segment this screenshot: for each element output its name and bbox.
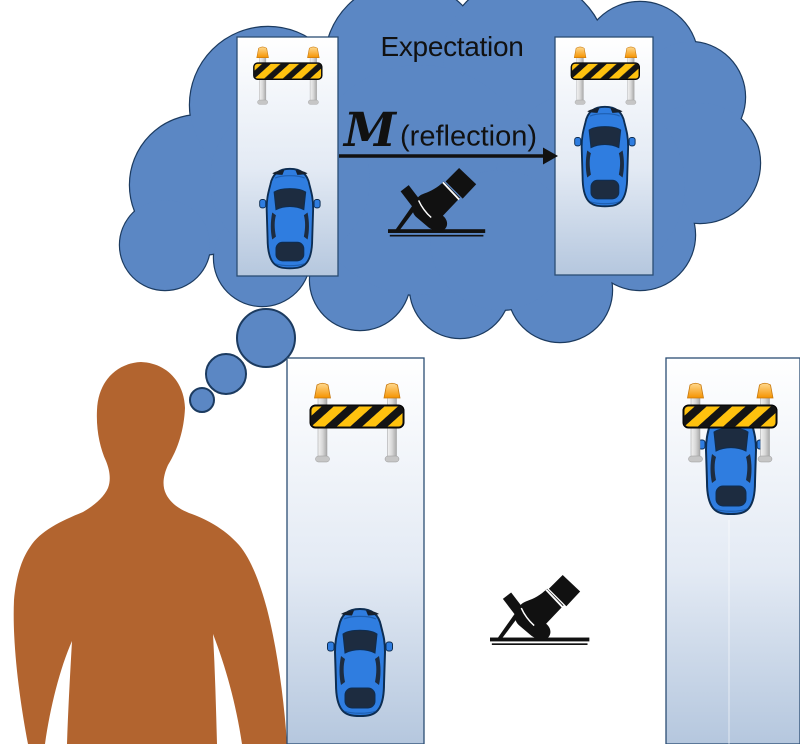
thought-trail-bubbles [189,308,296,413]
gas-pedal-foot-icon-real [489,574,591,646]
thought-bubble-large [236,308,296,368]
transform-arrow-right-icon [339,147,558,165]
thought-bubble-small [189,387,215,413]
transform-annotation: (reflection) [400,121,537,153]
transform-symbol: M [342,103,398,158]
thought-bubble-medium [205,353,247,395]
expectation-label: Expectation [380,31,523,62]
person-silhouette [13,362,287,744]
